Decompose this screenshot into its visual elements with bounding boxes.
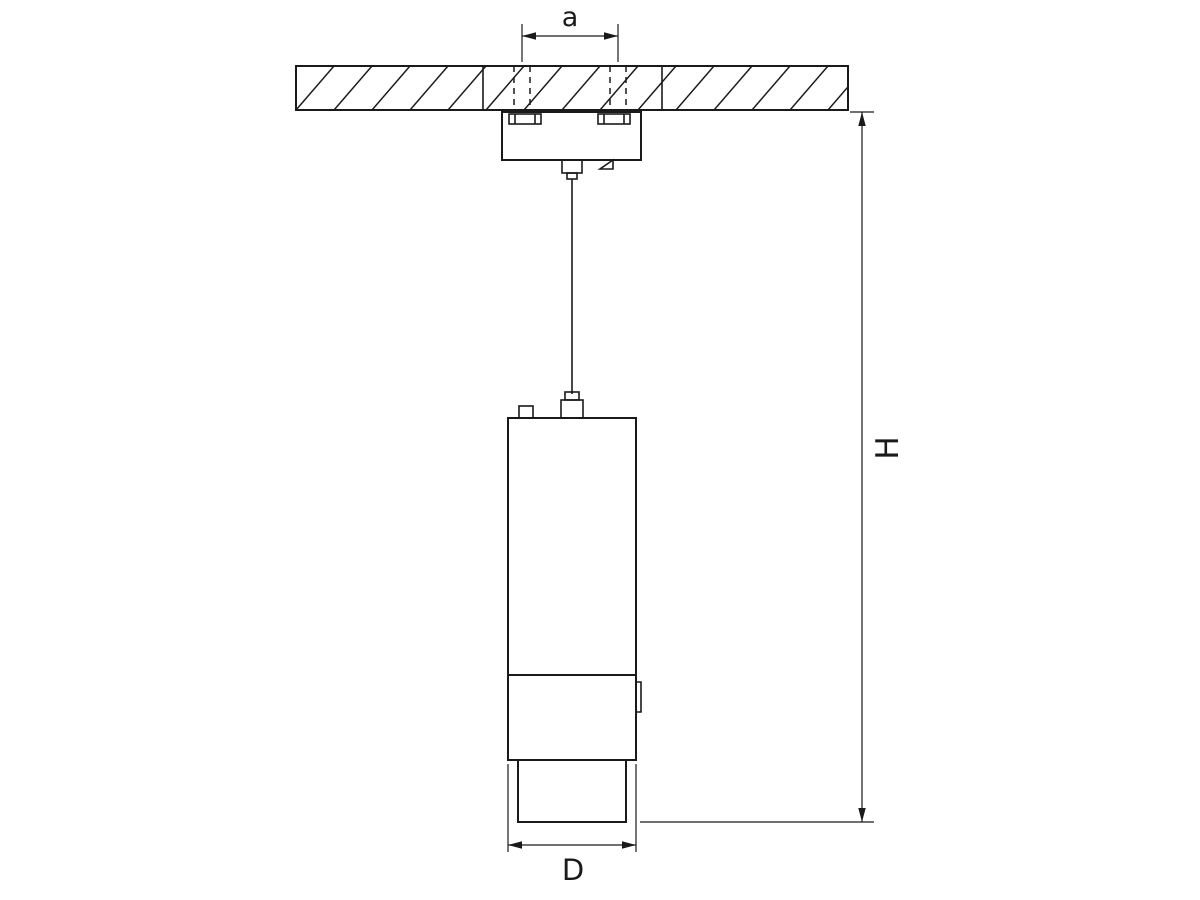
dimension-d: D (507, 764, 637, 887)
ceiling-section (295, 65, 849, 111)
lamp-body (507, 417, 642, 823)
mounting-screws-hidden-lines (513, 66, 627, 112)
ceiling-hatch-band (295, 65, 849, 111)
lamp-cylinder (507, 417, 637, 761)
lamp-bottom-cap (517, 759, 627, 823)
screw-boss-left (508, 113, 542, 125)
dimension-d-label: D (562, 853, 584, 887)
dimension-h-label: H (870, 436, 906, 459)
lamp-side-clip (636, 681, 642, 713)
canopy-clip-detail (597, 158, 614, 170)
dimension-a: a (521, 2, 619, 62)
screw-boss-right (597, 113, 631, 125)
mounting-canopy (501, 111, 642, 180)
grip-body (560, 399, 584, 419)
cable-gland-nut (566, 172, 578, 180)
dimension-h: H (640, 111, 906, 823)
dimension-a-label: a (562, 2, 579, 33)
top-knob (518, 405, 534, 419)
canopy-body (501, 111, 642, 161)
cable-gland (561, 159, 583, 174)
lamp-cable-grip (518, 391, 584, 419)
